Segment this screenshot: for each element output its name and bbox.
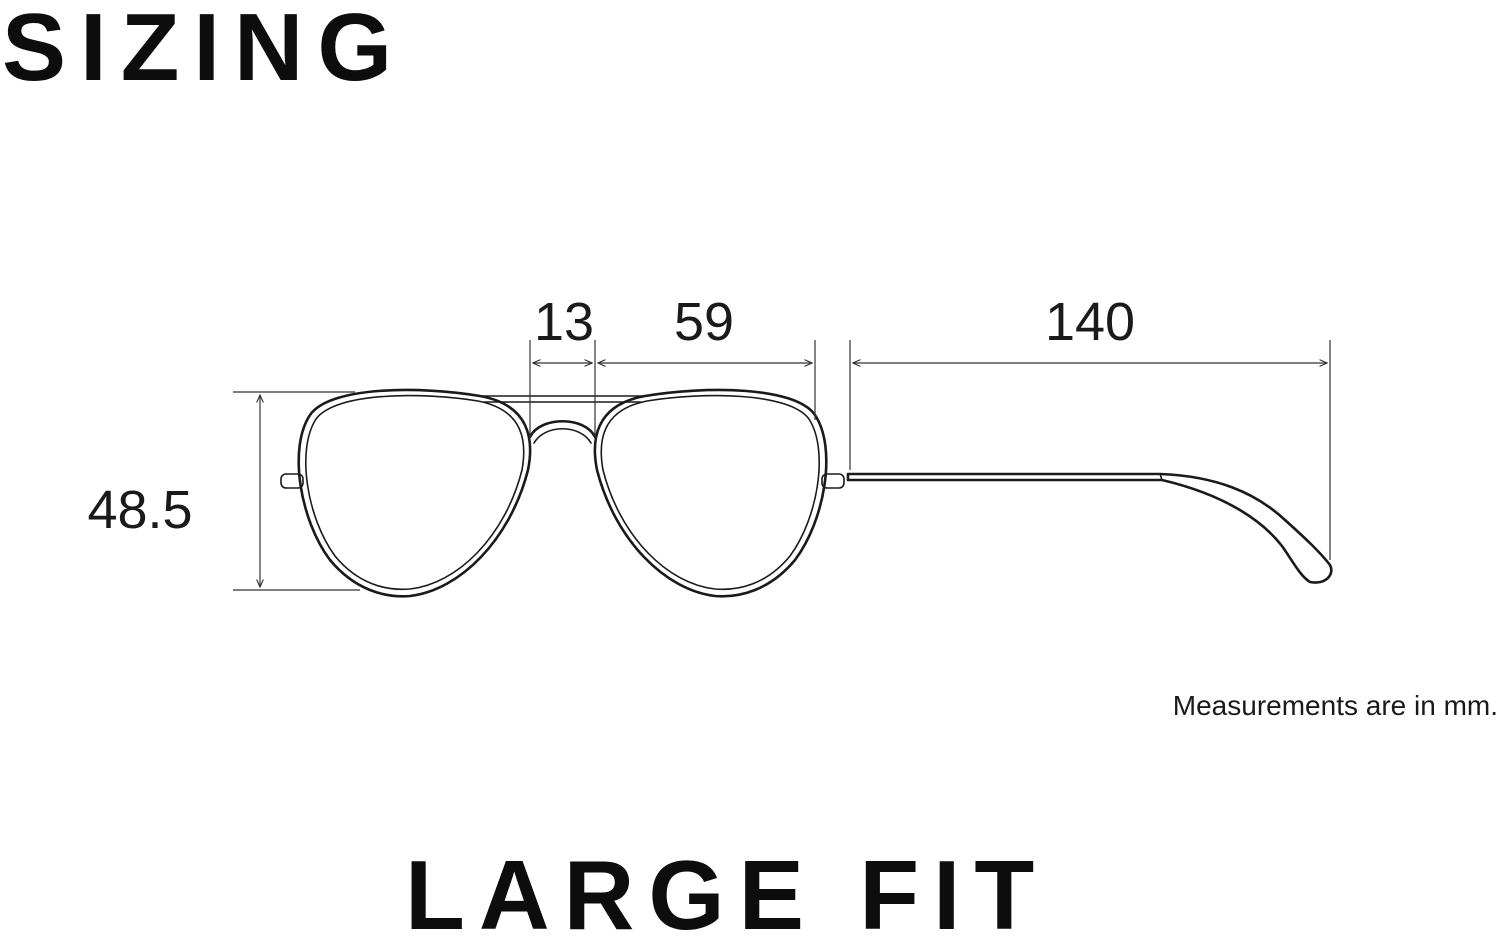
left-lens — [297, 388, 532, 598]
nose-bridge — [528, 419, 597, 439]
lens-height-label: 48.5 — [87, 480, 192, 540]
temple-arm-side-view — [846, 472, 1333, 584]
left-hinge — [280, 473, 304, 489]
units-note: Measurements are in mm. — [1172, 690, 1498, 721]
fit-label: LARGE FIT — [405, 840, 1049, 950]
right-lens-inner — [600, 394, 820, 591]
top-bar — [479, 395, 646, 403]
glasses-front-view — [280, 388, 845, 598]
page-title: SIZING — [2, 0, 407, 101]
temple-arm — [846, 472, 1333, 584]
left-lens-inner — [305, 394, 525, 591]
lens-width-label: 59 — [674, 292, 734, 352]
right-hinge — [821, 473, 845, 489]
right-lens — [593, 388, 828, 598]
temple-tip-joint — [1159, 473, 1163, 481]
dimension-lines — [233, 340, 1331, 591]
temple-length-label: 140 — [1045, 292, 1135, 352]
nose-bridge-inner — [533, 428, 592, 444]
bridge-width-label: 13 — [534, 292, 594, 352]
